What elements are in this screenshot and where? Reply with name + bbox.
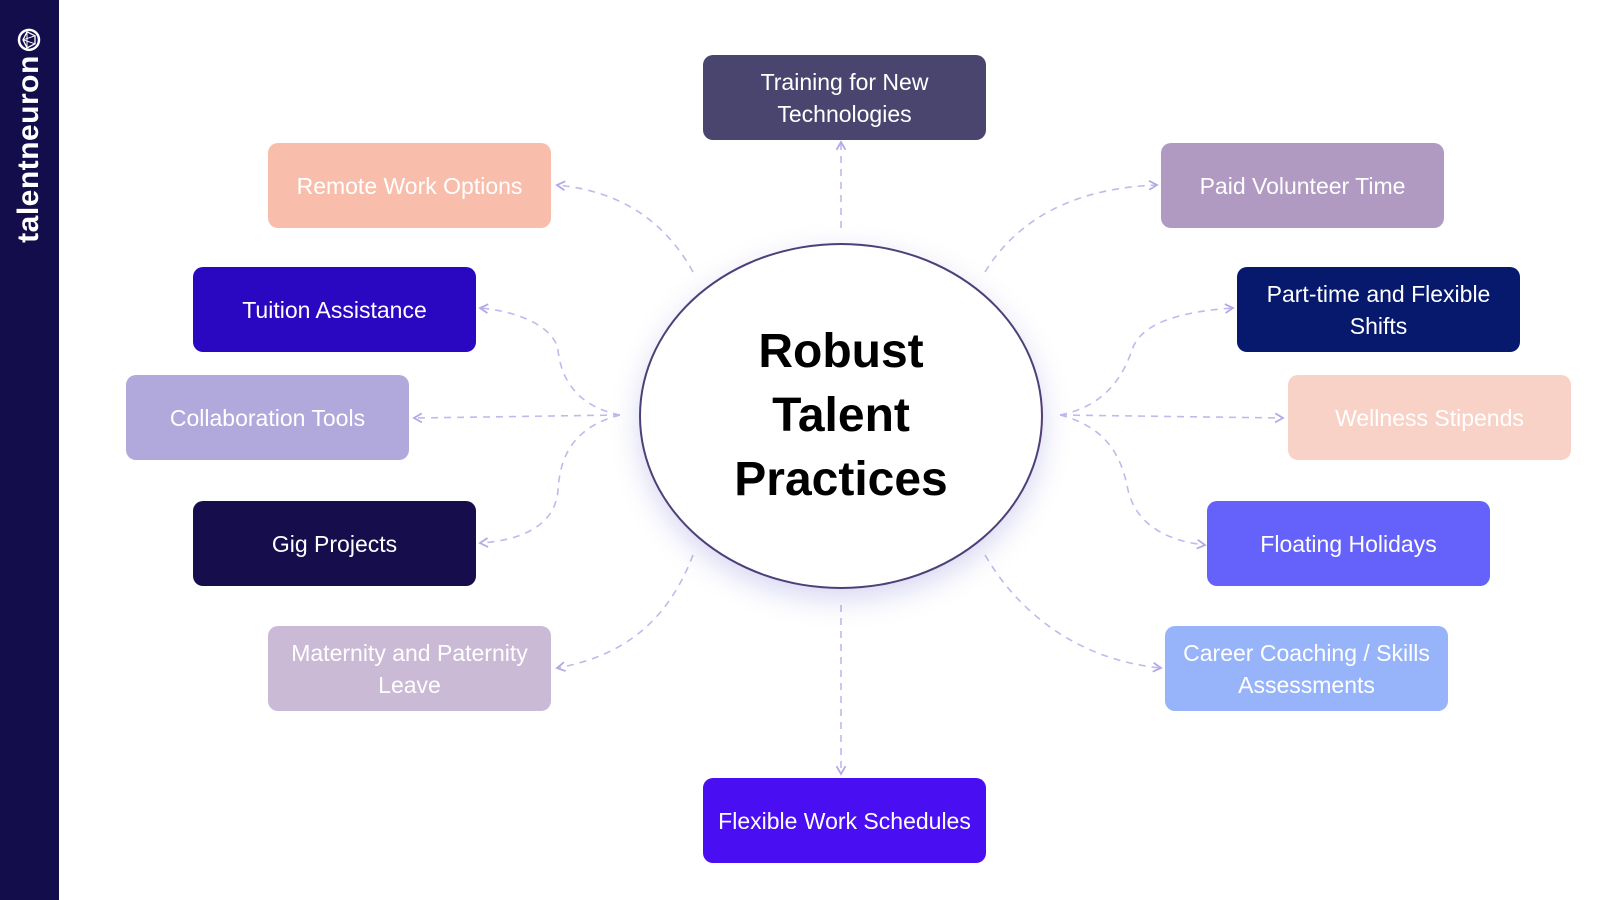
node-label: Floating Holidays (1260, 530, 1437, 557)
node-label: Training for New Technologies (760, 68, 929, 127)
node-paid-volunteer: Paid Volunteer Time (1161, 143, 1444, 228)
connector-part-time (1059, 303, 1235, 416)
globe-icon (17, 28, 41, 52)
node-label: Tuition Assistance (242, 296, 427, 323)
connector-gig-projects (478, 414, 621, 548)
connector-career-coaching (984, 554, 1163, 673)
node-label: Collaboration Tools (169, 404, 366, 431)
node-label: Maternity and Paternity Leave (291, 639, 528, 698)
node-remote-work: Remote Work Options (268, 143, 551, 228)
brand-sidebar: talentneuron (0, 0, 59, 900)
node-gig-projects: Gig Projects (193, 501, 476, 586)
node-label: Part-time and Flexible Shifts (1266, 280, 1491, 339)
node-tuition: Tuition Assistance (193, 267, 476, 352)
connector-wellness (1059, 412, 1285, 424)
node-flexible-schedules: Flexible Work Schedules (703, 778, 986, 863)
hub-title: Robust Talent Practices (734, 325, 948, 506)
connector-floating-holidays (1059, 414, 1207, 550)
node-label: Wellness Stipends (1335, 404, 1524, 431)
central-hub: Robust Talent Practices (639, 243, 1043, 589)
node-label: Remote Work Options (296, 172, 523, 199)
connector-paid-volunteer (984, 180, 1159, 273)
node-training: Training for New Technologies (703, 55, 986, 140)
node-maternity: Maternity and Paternity Leave (268, 626, 551, 711)
node-part-time: Part-time and Flexible Shifts (1237, 267, 1520, 352)
node-label: Paid Volunteer Time (1199, 172, 1406, 199)
node-floating-holidays: Floating Holidays (1207, 501, 1490, 586)
node-wellness: Wellness Stipends (1288, 375, 1571, 460)
node-label: Gig Projects (271, 530, 398, 557)
node-label: Flexible Work Schedules (718, 807, 971, 834)
connector-tuition (478, 303, 621, 416)
node-career-coaching: Career Coaching / Skills Assessments (1165, 626, 1448, 711)
talentneuron-logo: talentneuron (12, 27, 46, 243)
node-collaboration: Collaboration Tools (126, 375, 409, 460)
node-label: Career Coaching / Skills Assessments (1183, 639, 1430, 698)
connector-remote-work (555, 180, 694, 273)
connector-maternity (555, 554, 694, 672)
connector-collaboration (412, 412, 621, 424)
